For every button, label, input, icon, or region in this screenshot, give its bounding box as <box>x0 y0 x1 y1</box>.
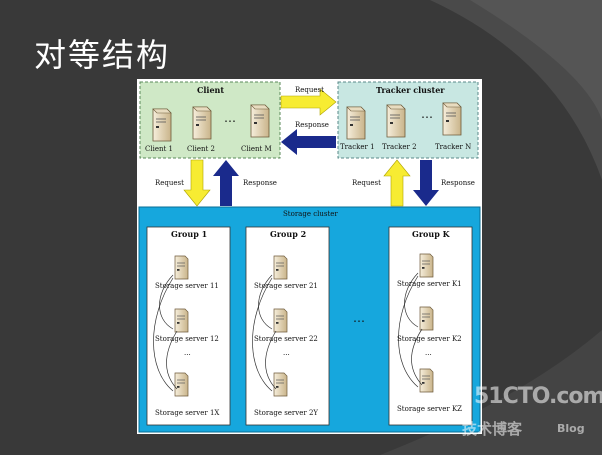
diagram-shapes <box>138 81 481 433</box>
group-2-box <box>245 226 330 426</box>
storage-cluster-title: Storage cluster <box>283 210 338 218</box>
left-response-label: Response <box>243 179 277 187</box>
tracker-2-label: Tracker 2 <box>382 143 417 151</box>
client-to-tracker-request-arrow <box>280 88 337 116</box>
tracker-1-server-icon <box>346 106 366 140</box>
server-22-icon <box>273 308 288 333</box>
group-2-server-2-label: Storage server 22 <box>254 335 318 343</box>
left-request-label: Request <box>155 179 184 187</box>
group-2-ellipsis: ... <box>283 349 290 357</box>
server-21-icon <box>273 255 288 280</box>
watermark-site: 51CTO.com <box>474 384 602 409</box>
right-response-label: Response <box>441 179 475 187</box>
group-k-server-2-label: Storage server K2 <box>397 335 462 343</box>
client-m-label: Client M <box>241 145 272 153</box>
client-to-storage-request-arrow <box>183 159 211 207</box>
right-request-label: Request <box>352 179 381 187</box>
client-1-server-icon <box>152 108 172 142</box>
tracker-to-client-response-arrow <box>281 129 336 155</box>
group-1-ellipsis: ... <box>184 349 191 357</box>
slide-title: 对等结构 <box>34 36 171 74</box>
tracker-n-label: Tracker N <box>435 143 472 151</box>
client-m-server-icon <box>250 104 270 138</box>
group-1-title: Group 1 <box>171 229 208 239</box>
watermark-sub: 技术博客 <box>462 420 523 438</box>
server-k2-icon <box>419 306 434 331</box>
group-1-server-2-label: Storage server 12 <box>155 335 219 343</box>
group-1-server-3-label: Storage server 1X <box>155 409 220 417</box>
server-1x-icon <box>174 372 189 397</box>
group-2-server-1-label: Storage server 21 <box>254 282 318 290</box>
tracker-box-title: Tracker cluster <box>376 85 445 95</box>
tracker-box <box>337 81 479 159</box>
sync-curves <box>153 272 423 392</box>
tracker-1-label: Tracker 1 <box>340 143 375 151</box>
server-kz-icon <box>419 368 434 393</box>
server-k1-icon <box>419 253 434 278</box>
client-1-label: Client 1 <box>145 145 173 153</box>
group-1-server-1-label: Storage server 11 <box>155 282 219 290</box>
between-groups-ellipsis: … <box>353 311 365 325</box>
watermark-blog: Blog <box>557 422 585 435</box>
top-request-label: Request <box>295 86 324 94</box>
client-2-label: Client 2 <box>187 145 215 153</box>
server-11-icon <box>174 255 189 280</box>
server-12-icon <box>174 308 189 333</box>
client-ellipsis: … <box>224 111 236 125</box>
client-2-server-icon <box>192 106 212 140</box>
group-k-server-1-label: Storage server K1 <box>397 280 462 288</box>
group-2-title: Group 2 <box>270 229 307 239</box>
tracker-2-server-icon <box>386 104 406 138</box>
client-box <box>139 81 281 159</box>
tracker-n-server-icon <box>442 102 462 136</box>
storage-to-client-response-arrow <box>213 160 239 206</box>
tracker-to-storage-response-arrow <box>413 160 439 206</box>
tracker-ellipsis: … <box>421 107 433 121</box>
top-response-label: Response <box>295 121 329 129</box>
group-k-server-3-label: Storage server KZ <box>397 405 463 413</box>
server-2y-icon <box>273 372 288 397</box>
client-box-title: Client <box>197 85 225 95</box>
group-k-ellipsis: ... <box>425 349 432 357</box>
architecture-diagram: Client Client 1 Client 2 Client M … Trac… <box>137 79 482 434</box>
storage-to-tracker-request-arrow <box>383 159 411 207</box>
group-1-box <box>146 226 231 426</box>
group-k-title: Group K <box>412 229 450 239</box>
group-2-server-3-label: Storage server 2Y <box>254 409 319 417</box>
